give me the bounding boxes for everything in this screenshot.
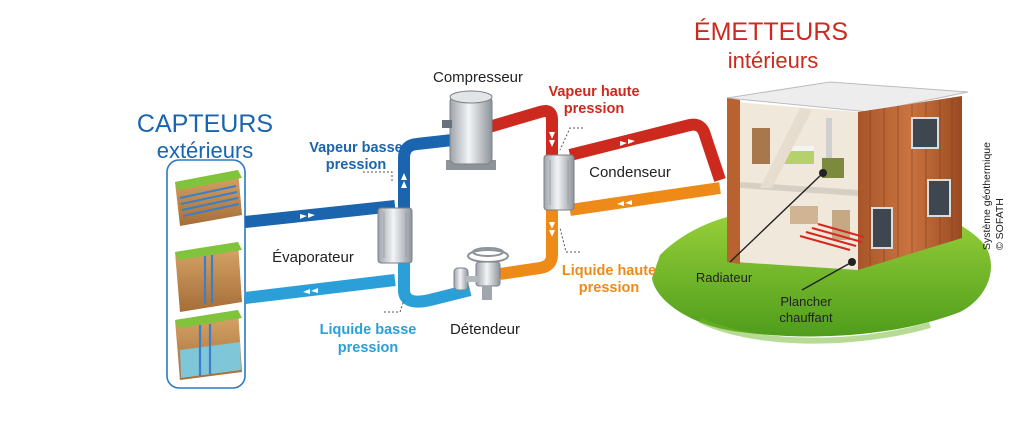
collector-vertical-probe [175, 242, 242, 312]
collector-horizontal-loops [175, 170, 242, 226]
house-illustration [726, 81, 969, 270]
pipe-house-return [569, 182, 721, 216]
compressor-unit [442, 90, 496, 170]
vapeur-basse-label-2: pression [326, 157, 386, 173]
credit-line-1: Système géothermique [981, 142, 993, 250]
condenser-unit [543, 154, 575, 211]
pipe-high-pressure-liquid [499, 210, 558, 280]
vapeur-haute-label-1: Vapeur haute [548, 84, 639, 100]
expansion-valve-unit [453, 247, 509, 300]
credit-line-2: © SOFATH [994, 198, 1006, 250]
condenseur-label: Condenseur [589, 164, 671, 181]
pipe-low-pressure-vapor [398, 132, 471, 212]
capteurs-subtitle: extérieurs [157, 138, 254, 163]
pipe-low-pressure-liquid [398, 262, 472, 308]
evaporateur-label: Évaporateur [272, 249, 354, 266]
emetteurs-subtitle: intérieurs [728, 48, 818, 73]
capteurs-title: CAPTEURS [137, 110, 273, 138]
pipe-collector-supply [244, 200, 396, 228]
vapeur-basse-label-1: Vapeur basse [309, 140, 403, 156]
liquide-haute-label-1: Liquide haute [562, 263, 656, 279]
underfloor-heating-pattern [799, 222, 865, 252]
leader-lines [363, 127, 583, 313]
vapeur-haute-label-2: pression [564, 101, 624, 117]
flow-arrows [300, 132, 635, 294]
collector-aquifer [175, 310, 242, 380]
pipe-high-pressure-vapor [470, 105, 558, 160]
liquide-basse-label-1: Liquide basse [320, 322, 417, 338]
pipe-collector-return [244, 274, 396, 304]
detendeur-label: Détendeur [450, 321, 520, 338]
plancher-label-2: chauffant [779, 310, 833, 325]
outdoor-collectors-panel [166, 159, 246, 389]
pipe-house-supply [568, 118, 726, 182]
radiateur-label: Radiateur [696, 270, 753, 285]
plancher-label-1: Plancher [780, 294, 832, 309]
evaporator-unit [377, 207, 413, 264]
emetteurs-title: ÉMETTEURS [694, 17, 848, 46]
compresseur-label: Compresseur [433, 69, 523, 86]
liquide-haute-label-2: pression [579, 280, 639, 296]
liquide-basse-label-2: pression [338, 340, 398, 356]
